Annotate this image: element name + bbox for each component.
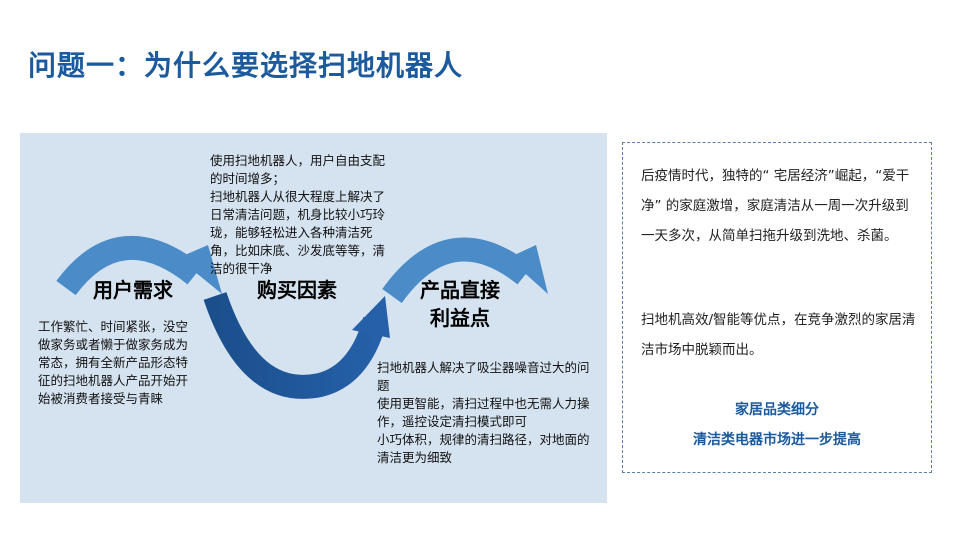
arrow-3 xyxy=(382,237,533,304)
stage-3-label: 产品直接 利益点 xyxy=(405,276,515,332)
arrow-2 xyxy=(203,292,387,399)
arrow-1-head xyxy=(178,245,222,294)
summary-para-1: 后疫情时代，独特的“ 宅居经济”崛起，“爱干净” 的家庭激增，家庭清洁从一周一次… xyxy=(641,168,910,244)
highlight-1: 家居品类细分 xyxy=(735,402,819,418)
arrow-1 xyxy=(56,235,203,296)
summary-box: 后疫情时代，独特的“ 宅居经济”崛起，“爱干净” 的家庭激增，家庭清洁从一周一次… xyxy=(622,142,932,473)
summary-para-2: 扫地机高效/智能等优点，在竞争激烈的家居清洁市场中脱颖而出。 xyxy=(641,312,916,358)
stage-2-label: 购买因素 xyxy=(257,278,337,302)
stage-3-label-line2: 利益点 xyxy=(430,306,490,330)
stage-2-text: 使用扫地机器人，用户自由支配的时间增多； 扫地机器人从很大程度上解决了日常清洁问… xyxy=(210,153,386,276)
stage-1-label: 用户需求 xyxy=(93,278,173,302)
highlight-2: 清洁类电器市场进一步提高 xyxy=(693,432,861,448)
page-title: 问题一：为什么要选择扫地机器人 xyxy=(28,49,464,82)
stage-1-text: 工作繁忙、时间紧张，没空做家务或者懒于做家务成为常态，拥有全新产品形态特征的扫地… xyxy=(38,319,189,406)
stage-3-label-line1: 产品直接 xyxy=(420,278,500,302)
stage-3-text: 扫地机器人解决了吸尘器噪音过大的问题 使用更智能，清扫过程中也无需人力操作，遥控… xyxy=(377,360,590,465)
arrow-2-head xyxy=(352,296,390,338)
diagram-panel xyxy=(20,133,607,503)
arrow-3-head xyxy=(508,245,548,294)
